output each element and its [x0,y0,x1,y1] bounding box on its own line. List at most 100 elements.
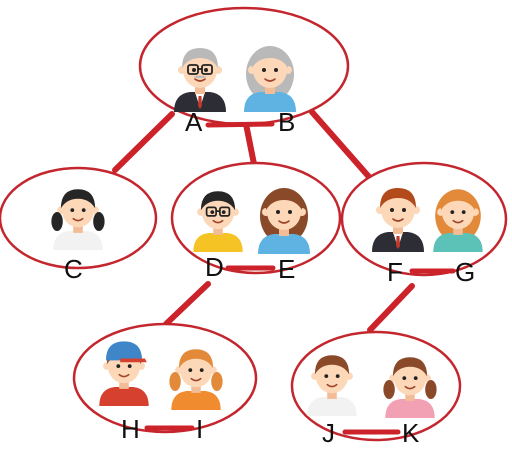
neck [73,223,83,233]
eye-right [127,364,132,368]
eye-left [450,210,455,214]
hair-top [380,188,416,208]
neck [453,225,463,235]
moustache [193,75,207,78]
mouth [404,385,416,390]
cap-brim [120,358,147,363]
neck [327,389,337,399]
neck [393,224,403,234]
family-connectors [112,109,415,333]
face [253,52,287,88]
torso [193,233,243,252]
eye-right [461,210,466,214]
ellipse-h-i [72,322,258,434]
eye-left [324,374,329,378]
face [267,194,301,230]
tie [198,96,202,109]
torso [53,231,103,250]
figure-g [433,189,483,252]
hair-top [440,191,476,211]
mouth [278,220,290,224]
pigtail-right [425,380,437,399]
eye-right [199,368,204,372]
hair-top [178,349,214,369]
label-c: C [64,254,83,284]
torso [258,234,310,254]
label-a: A [185,107,203,137]
eye-right [204,68,208,72]
eye-left [262,68,266,72]
hair-top [314,355,350,375]
eye-right [274,68,278,72]
mouth [452,219,464,224]
connector-fg-to-jk [367,283,415,333]
eye-right [413,376,418,380]
label-j: J [322,418,335,448]
mouth [392,218,404,222]
mouth [72,217,84,222]
eye-left [188,368,193,372]
label-b: B [278,107,296,137]
couple-links [144,121,456,435]
tie [396,236,400,249]
face [381,192,415,228]
neck [195,84,205,94]
pigtail-left [51,212,63,231]
eye-left [402,376,407,380]
hair-top [60,189,96,209]
glasses [187,64,213,75]
eye-right [288,210,292,214]
torso [385,399,435,418]
neck [265,84,275,94]
figure-i [169,349,223,410]
mouth [212,219,224,224]
neck [191,383,201,393]
hair-top [200,191,236,211]
figure-c [51,189,105,250]
figure-e [258,188,310,254]
figure-a [174,48,226,112]
mouth [194,78,206,82]
face [393,361,427,396]
label-h: H [121,414,140,444]
label-d: D [205,252,224,282]
connector-ab-to-fg [309,109,373,181]
label-e: E [278,254,296,284]
ellipse-d-e [170,161,342,275]
family-figures [51,46,483,418]
connector-ab-to-c [112,111,175,173]
torso [244,92,296,112]
couple-link-a-b [205,121,275,128]
pigtail-left [169,372,181,391]
figure-j [307,355,357,416]
face [201,195,235,230]
mouth [326,383,338,388]
neck [213,225,223,235]
figure-k [383,357,437,418]
face [441,195,475,230]
eye-left [116,364,121,368]
face [179,353,213,388]
pigtail-left [383,380,395,399]
neck [405,391,415,401]
hair-top [182,48,218,68]
label-k: K [402,418,420,448]
face [61,193,95,228]
ellipse-grandparents [138,6,350,126]
torso [307,397,357,416]
eye-right [81,208,86,212]
hair-top [392,357,428,377]
eye-left [70,208,75,212]
face [183,52,217,88]
eye-right [402,208,406,212]
eye-left [210,210,215,214]
label-i: I [196,414,204,444]
figure-d [193,191,243,252]
mouth [264,78,276,82]
pigtail-right [93,212,105,231]
cap [105,341,143,361]
figure-b [244,46,296,112]
eye-left [276,210,280,214]
torso [433,233,483,252]
